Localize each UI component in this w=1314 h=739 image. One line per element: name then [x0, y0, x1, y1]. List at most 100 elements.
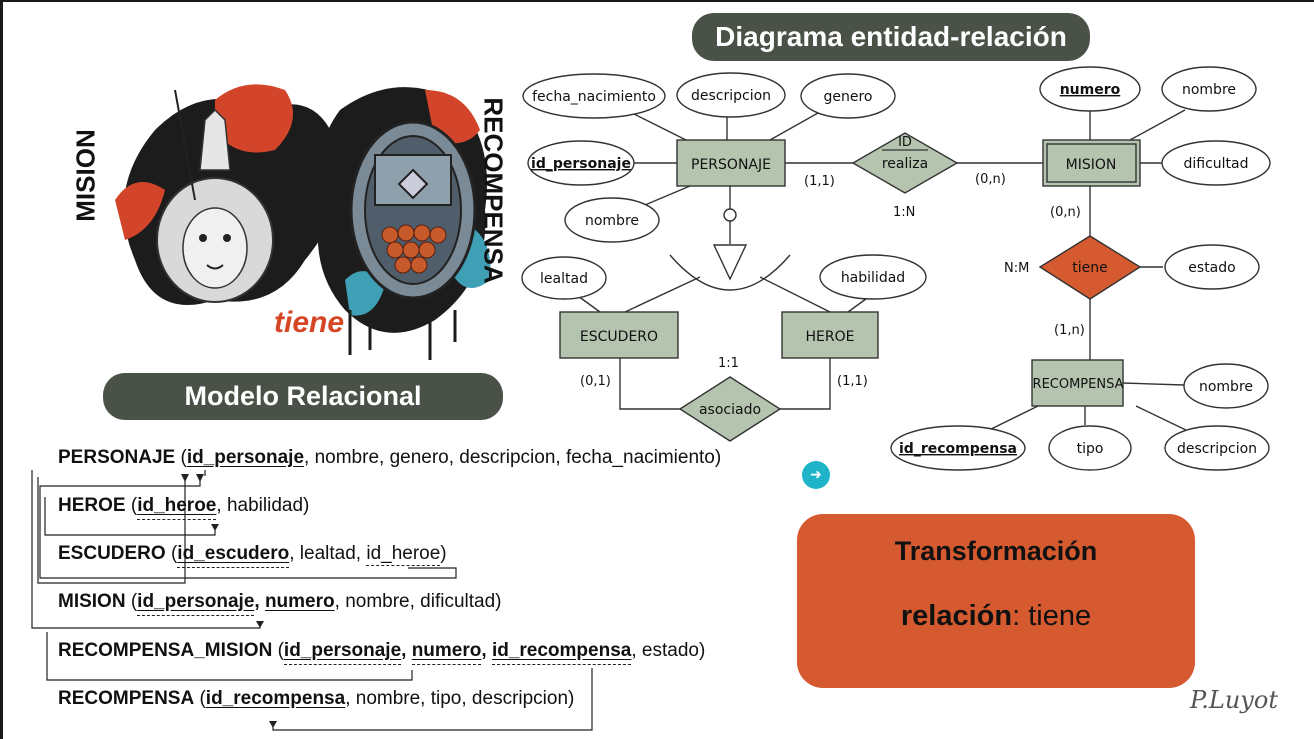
attr-nombre-personaje: [564, 197, 660, 243]
transformation-panel: Transformación relación: tiene: [797, 514, 1195, 688]
primary-foreign-key: id_escudero: [177, 543, 290, 568]
relationship-realiza: ID realiza: [851, 132, 959, 194]
attr-habilidad-label: habilidad: [841, 270, 905, 286]
relation-attributes: , nombre, genero, descripcion, fecha_nac…: [304, 447, 722, 468]
attr-genero-label: genero: [824, 89, 873, 105]
relation-recompensa-mision: RECOMPENSA_MISION (id_personaje, numero,…: [58, 640, 705, 665]
relation-open-paren: (: [194, 688, 206, 709]
artwork-tiene-label: tiene: [274, 306, 345, 339]
attr-estado: [1164, 244, 1260, 290]
relationship-asociado: asociado: [678, 376, 782, 442]
attr-nombre-mision: [1161, 66, 1257, 112]
entity-escudero-label: ESCUDERO: [580, 329, 658, 345]
lion-face: [182, 207, 248, 289]
entity-mision: MISION: [1042, 139, 1141, 187]
mision-recompensa-illustration: [115, 84, 491, 360]
card-realiza-ratio: 1:N: [893, 205, 915, 220]
relational-model-title: Modelo Relacional: [103, 373, 503, 420]
primary-key: id_personaje: [186, 447, 305, 468]
primary-foreign-key: numero: [411, 640, 482, 665]
red-splatter-small: [115, 182, 165, 240]
attr-lealtad-label: lealtad: [540, 271, 588, 287]
relation-name: PERSONAJE: [58, 447, 176, 468]
relation-open-paren: (: [125, 591, 138, 612]
relation-name: ESCUDERO: [58, 543, 166, 564]
relationship-tiene: tiene: [1038, 235, 1142, 300]
attr-nombre-personaje-label: nombre: [585, 213, 639, 229]
relation-open-paren: (: [175, 447, 187, 468]
primary-key: numero: [264, 591, 335, 612]
warrior-figure: [199, 108, 231, 171]
attr-tipo-label: tipo: [1077, 441, 1104, 457]
transformation-label: relación: [900, 600, 1013, 632]
attr-tipo: [1048, 425, 1132, 471]
realiza-id-label: ID: [898, 135, 912, 150]
field-separator: ,: [254, 591, 265, 612]
primary-key: id_recompensa: [205, 688, 346, 709]
attr-dificultad: [1161, 140, 1271, 186]
attr-id-recompensa-label: id_recompensa: [899, 441, 1017, 457]
entity-recompensa: RECOMPENSA: [1031, 359, 1124, 407]
attr-id-personaje: [527, 140, 635, 186]
relationship-asociado-label: asociado: [699, 402, 761, 418]
relation-attributes: , nombre, tipo, descripcion): [345, 688, 575, 709]
attr-nombre-recompensa: [1183, 363, 1269, 409]
card-asociado-ratio: 1:1: [718, 356, 739, 371]
primary-foreign-key: id_recompensa: [491, 640, 632, 665]
isa-circle: [723, 208, 737, 222]
card-tiene-ratio: N:M: [1004, 261, 1029, 276]
transformation-relation: relación: tiene: [797, 600, 1195, 633]
primary-foreign-key: id_heroe: [137, 495, 217, 520]
author-signature: P.Luyot: [1190, 686, 1278, 714]
attr-estado-label: estado: [1188, 260, 1235, 276]
entity-heroe-label: HEROE: [806, 329, 855, 345]
card-tiene-recompensa: (1,n): [1054, 323, 1085, 338]
attr-id-personaje-label: id_personaje: [531, 156, 631, 172]
arrow-right-icon[interactable]: ➜: [802, 461, 830, 489]
attr-genero: [800, 73, 896, 119]
relation-attributes: , lealtad,: [289, 543, 367, 564]
red-splatter: [215, 84, 293, 153]
primary-foreign-key: id_personaje: [137, 591, 255, 616]
attr-habilidad: [819, 254, 927, 300]
attr-dificultad-label: dificultad: [1183, 156, 1248, 172]
attr-nombre-recompensa-label: nombre: [1199, 379, 1253, 395]
entity-heroe: HEROE: [781, 311, 879, 359]
relation-escudero: ESCUDERO (id_escudero, lealtad, id_heroe…: [58, 543, 447, 568]
relation-open-paren: (: [272, 640, 284, 661]
relationship-realiza-label: realiza: [882, 156, 928, 172]
isa-triangle: [712, 244, 748, 281]
entity-personaje: PERSONAJE: [676, 139, 786, 187]
relation-attributes: , habilidad): [216, 495, 310, 516]
relation-mision: MISION (id_personaje, numero, nombre, di…: [58, 591, 502, 616]
relation-recompensa: RECOMPENSA (id_recompensa, nombre, tipo,…: [58, 688, 574, 710]
relation-name: RECOMPENSA: [58, 688, 195, 709]
attr-nombre-mision-label: nombre: [1182, 82, 1236, 98]
primary-foreign-key: id_personaje: [283, 640, 402, 665]
card-mision-tiene: (0,n): [1050, 205, 1081, 220]
relation-open-paren: (: [125, 495, 138, 516]
transformation-title: Transformación: [894, 536, 1098, 566]
attr-id-recompensa: [890, 425, 1026, 471]
blue-splatter-small: [345, 271, 385, 316]
entity-personaje-label: PERSONAJE: [691, 157, 771, 173]
attr-descripcion-personaje-label: descripcion: [691, 88, 771, 104]
relation-name: HEROE: [58, 495, 126, 516]
attr-descripcion-recompensa-label: descripcion: [1177, 441, 1257, 457]
card-realiza-mision: (0,n): [975, 172, 1006, 187]
entity-mision-label: MISION: [1066, 157, 1117, 173]
relation-heroe: HEROE (id_heroe, habilidad): [58, 495, 310, 520]
relation-open-paren: (: [165, 543, 178, 564]
relation-attributes: ): [440, 543, 447, 564]
attr-fecha-nacimiento: [522, 73, 666, 119]
card-heroe-asociado: (1,1): [837, 374, 868, 389]
er-connectors: [577, 109, 1191, 433]
attr-descripcion-recompensa: [1164, 425, 1270, 471]
card-personaje-realiza: (1,1): [804, 174, 835, 189]
field-separator: ,: [481, 640, 492, 661]
entity-escudero: ESCUDERO: [559, 311, 679, 359]
relation-name: RECOMPENSA_MISION: [58, 640, 273, 661]
attr-fecha-nacimiento-label: fecha_nacimiento: [532, 89, 656, 105]
relationship-tiene-label: tiene: [1072, 260, 1107, 276]
